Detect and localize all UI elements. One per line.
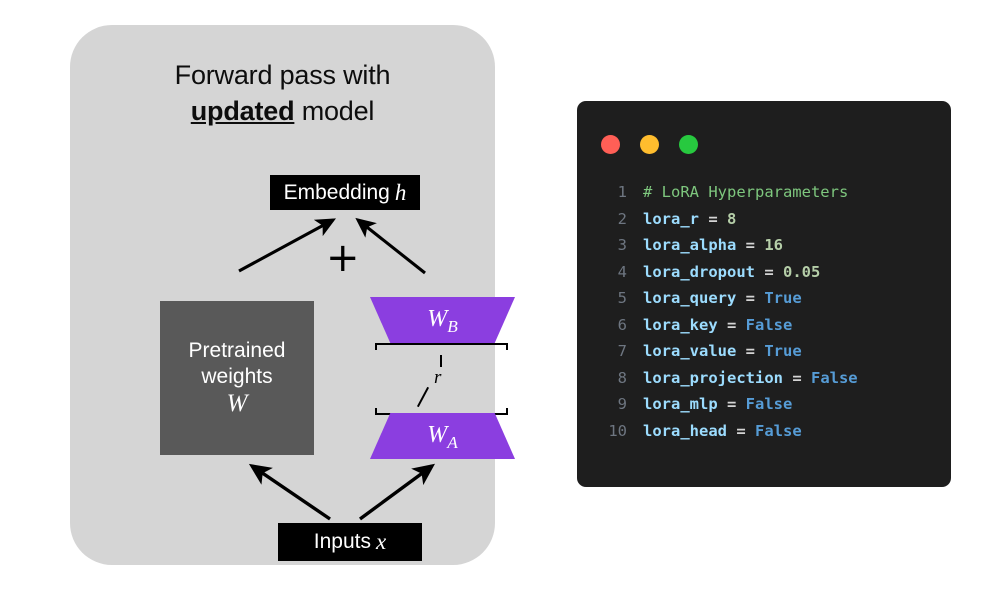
code-text: lora_head = False	[643, 418, 802, 445]
token-kw: False	[755, 421, 802, 440]
token-op: =	[717, 395, 746, 413]
lora-matrix-a-label: WA	[427, 421, 458, 452]
code-line[interactable]: 1 # LoRA Hyperparameters	[593, 179, 941, 206]
token-name: lora_projection	[643, 368, 783, 387]
token-name: lora_dropout	[643, 262, 755, 281]
inputs-variable: x	[376, 529, 387, 554]
code-text: lora_query = True	[643, 285, 802, 312]
window-controls	[601, 135, 698, 154]
window-minimize-button[interactable]	[640, 135, 659, 154]
code-line[interactable]: 2 lora_r = 8	[593, 206, 941, 233]
code-line[interactable]: 3 lora_alpha = 16	[593, 232, 941, 259]
arrow-inputs-to-pretrained	[248, 463, 331, 521]
pretrained-variable: W	[226, 390, 248, 417]
line-number: 5	[617, 289, 627, 307]
code-text: lora_mlp = False	[643, 391, 792, 418]
token-op: =	[727, 421, 755, 440]
token-num: 16	[764, 236, 783, 254]
code-line[interactable]: 8 lora_projection = False	[593, 365, 941, 392]
token-op: =	[782, 368, 811, 387]
lora-matrix-b-node: WB	[370, 297, 515, 343]
token-op: =	[736, 342, 765, 360]
line-number: 2	[617, 209, 627, 228]
token-name: lora_head	[643, 421, 727, 440]
code-text: lora_r = 8	[643, 206, 736, 233]
line-number: 6	[617, 315, 627, 334]
inputs-node: Inputs x	[278, 523, 422, 561]
diagram-title-line3: model	[301, 96, 375, 126]
line-number: 10	[608, 421, 627, 440]
pretrained-weights-node: Pretrained weights W	[160, 301, 314, 455]
code-line[interactable]: 10 lora_head = False	[593, 418, 941, 445]
token-op: =	[736, 236, 765, 254]
arrow-lora-to-embedding	[355, 217, 426, 275]
token-name: lora_r	[643, 209, 699, 228]
line-number: 4	[617, 262, 627, 281]
token-kw: False	[810, 368, 858, 387]
token-op: =	[699, 209, 727, 228]
code-line[interactable]: 5 lora_query = True	[593, 285, 941, 312]
rank-tick-upper	[440, 355, 442, 367]
window-close-button[interactable]	[601, 135, 620, 154]
code-text: lora_key = False	[643, 312, 792, 339]
arrow-inputs-to-lora	[358, 463, 436, 521]
token-kw: True	[764, 289, 802, 307]
code-window: 1 # LoRA Hyperparameters 2 lora_r = 8 3 lora_…	[577, 101, 951, 487]
lora-matrix-b-label: WB	[427, 305, 458, 336]
code-line[interactable]: 7 lora_value = True	[593, 338, 941, 365]
code-text: lora_projection = False	[643, 365, 858, 392]
embedding-label: Embedding	[283, 180, 390, 204]
code-line[interactable]: 4 lora_dropout = 0.05	[593, 259, 941, 286]
token-name: lora_query	[643, 289, 737, 307]
token-num: 8	[727, 209, 737, 228]
token-op: =	[736, 289, 765, 307]
lora-diagram-panel: Forward pass with updated model Embeddin…	[70, 25, 515, 565]
lora-matrix-a-node: WA	[370, 413, 515, 459]
token-comment: # LoRA Hyperparameters	[643, 183, 849, 201]
window-maximize-button[interactable]	[679, 135, 698, 154]
code-line[interactable]: 6 lora_key = False	[593, 312, 941, 339]
line-number: 8	[617, 368, 627, 387]
token-kw: False	[745, 315, 793, 334]
token-name: lora_alpha	[643, 236, 737, 254]
rank-label: r	[434, 367, 442, 388]
token-op: =	[717, 315, 746, 334]
embedding-node: Embedding h	[270, 175, 420, 210]
diagram-title: Forward pass with updated model	[70, 57, 495, 129]
pretrained-label-line2: weights	[201, 365, 273, 388]
token-name: lora_value	[643, 342, 737, 360]
inputs-label: Inputs	[313, 530, 371, 553]
code-text: lora_dropout = 0.05	[643, 259, 820, 286]
code-text: # LoRA Hyperparameters	[643, 179, 848, 206]
code-text: lora_value = True	[643, 338, 802, 365]
line-number: 7	[617, 342, 627, 360]
token-kw: True	[764, 342, 802, 360]
token-name: lora_mlp	[643, 395, 718, 413]
pretrained-label-line1: Pretrained	[188, 339, 286, 362]
line-number: 9	[617, 395, 627, 413]
embedding-variable: h	[394, 179, 407, 205]
code-editor[interactable]: 1 # LoRA Hyperparameters 2 lora_r = 8 3 lora_…	[593, 179, 941, 444]
diagram-title-line1: Forward pass with	[174, 60, 391, 90]
diagram-title-emphasis: updated	[190, 96, 295, 126]
rank-tick-lower	[416, 386, 430, 408]
rank-annotation: r	[375, 343, 510, 415]
line-number: 1	[617, 183, 627, 201]
token-num: 0.05	[782, 262, 821, 281]
arrow-pretrained-to-embedding	[238, 218, 336, 273]
token-name: lora_key	[643, 315, 718, 334]
rank-bracket-top	[375, 343, 508, 350]
token-kw: False	[745, 395, 793, 413]
line-number: 3	[617, 236, 627, 254]
token-op: =	[754, 262, 783, 281]
plus-operator: +	[326, 235, 360, 281]
code-text: lora_alpha = 16	[643, 232, 783, 259]
code-line[interactable]: 9 lora_mlp = False	[593, 391, 941, 418]
